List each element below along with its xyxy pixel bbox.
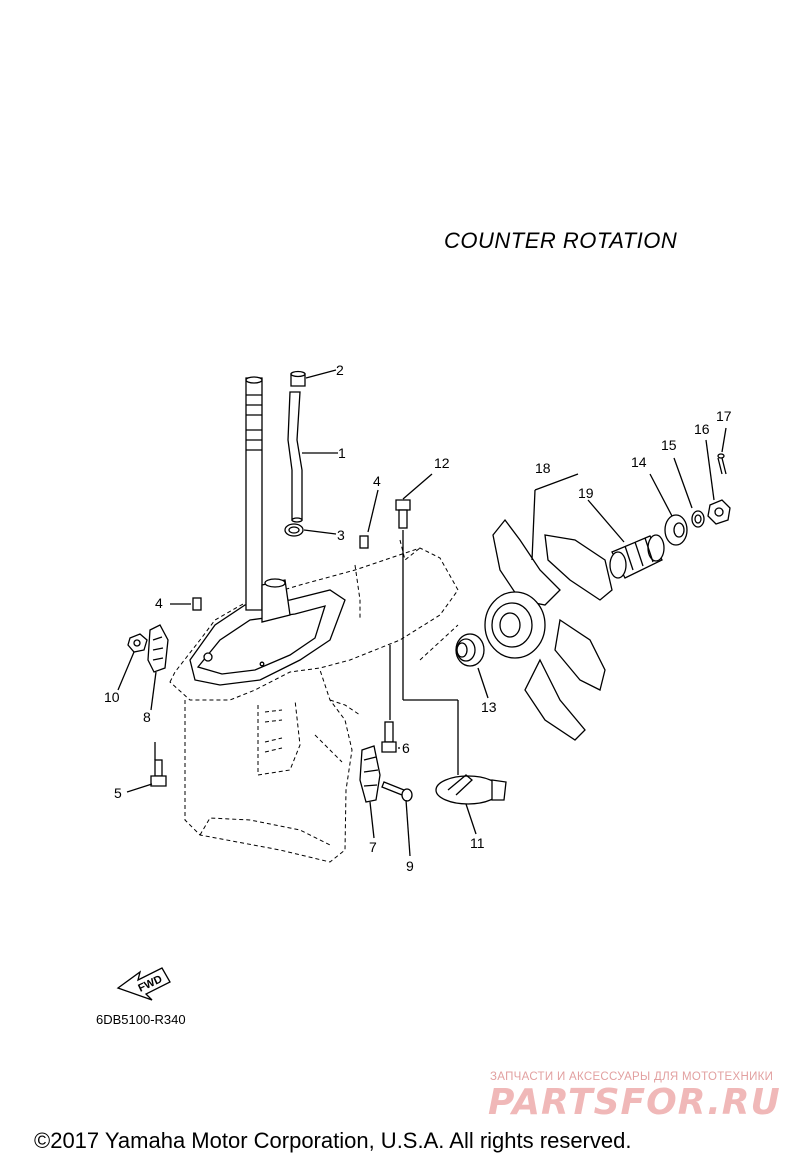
part-3-o-ring — [284, 523, 304, 537]
callout-13: 13 — [481, 699, 497, 715]
part-18-propeller — [484, 518, 613, 741]
part-4-dowel-pin — [192, 535, 369, 611]
part-6-bolt — [381, 721, 397, 753]
callout-17: 17 — [716, 408, 732, 424]
part-8-plate — [147, 624, 169, 673]
part-17-cotter-pin — [717, 453, 727, 475]
callout-16: 16 — [694, 421, 710, 437]
callout-19: 19 — [578, 485, 594, 501]
part-10-nut — [127, 633, 148, 653]
watermark-brand: PARTSFOR.RU — [488, 1082, 781, 1123]
lower-unit-housing — [169, 539, 459, 863]
callout-6: 6 — [402, 740, 410, 756]
part-12-bolt — [395, 499, 411, 529]
callout-4b: 4 — [155, 595, 163, 611]
part-1-water-tube — [287, 391, 303, 523]
part-13-spacer — [455, 633, 485, 667]
part-14-washer — [664, 514, 688, 546]
copyright-notice: ©2017 Yamaha Motor Corporation, U.S.A. A… — [34, 1128, 632, 1153]
part-11-trim-tab — [435, 774, 507, 805]
callout-15: 15 — [661, 437, 677, 453]
callout-2: 2 — [336, 362, 344, 378]
part-16-nut — [707, 499, 731, 525]
callout-5: 5 — [114, 785, 122, 801]
diagram-subtitle: COUNTER ROTATION — [444, 228, 678, 253]
callout-11: 11 — [470, 835, 485, 851]
part-2-grommet — [290, 370, 306, 387]
fwd-arrow-icon: FWD — [116, 967, 171, 1001]
callout-18: 18 — [535, 460, 551, 476]
leader-lines — [117, 369, 727, 857]
callout-1: 1 — [338, 445, 346, 461]
callout-3: 3 — [337, 527, 345, 543]
callout-9: 9 — [406, 858, 414, 874]
diagram-code: 6DB5100-R340 — [96, 1012, 186, 1027]
mounting-plate — [189, 589, 346, 686]
callout-7: 7 — [369, 839, 377, 855]
part-7-anode — [359, 745, 381, 803]
part-5-bolt — [150, 759, 167, 787]
part-19-hub — [609, 534, 665, 579]
callout-14: 14 — [631, 454, 647, 470]
callout-numbers: 1 2 3 4 4 5 6 7 8 9 10 11 12 13 14 15 16… — [104, 362, 732, 874]
part-9-screw — [381, 781, 413, 802]
callout-12: 12 — [434, 455, 450, 471]
callout-4a: 4 — [373, 473, 381, 489]
callout-8: 8 — [143, 709, 151, 725]
drive-shaft — [245, 376, 291, 623]
watermark-tagline: ЗАПЧАСТИ И АКСЕССУАРЫ ДЛЯ МОТОТЕХНИКИ — [490, 1071, 774, 1083]
callout-10: 10 — [104, 689, 120, 705]
part-15-washer — [691, 510, 705, 528]
